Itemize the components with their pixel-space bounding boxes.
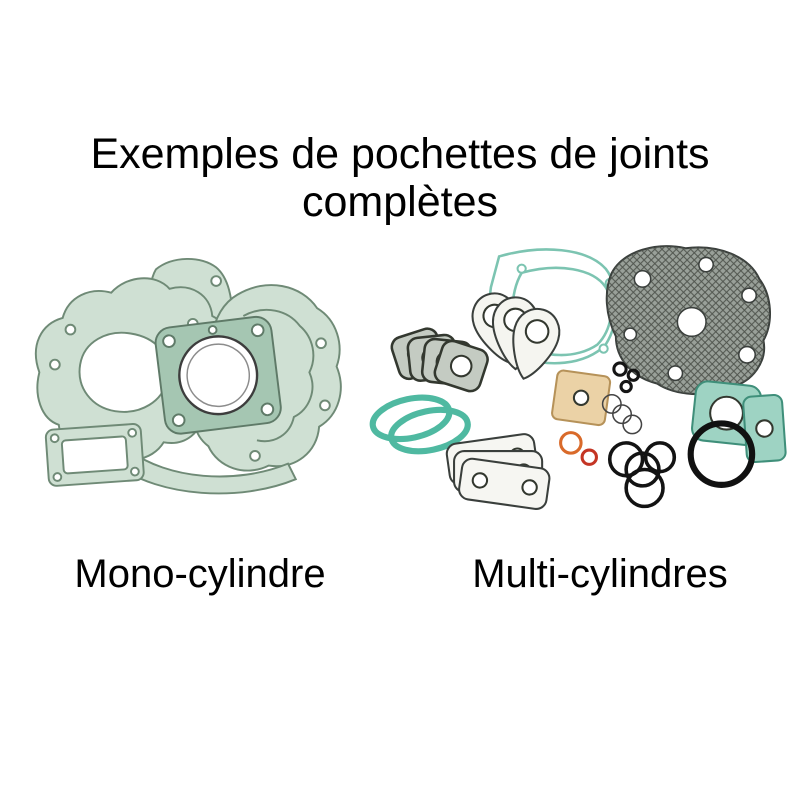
teardrop-gaskets xyxy=(471,292,561,380)
red-o-ring xyxy=(580,448,598,466)
label-mono-cylindre: Mono-cylindre xyxy=(74,552,326,596)
cam-cover-gaskets xyxy=(691,380,787,464)
cylinder-head-gasket xyxy=(154,315,282,435)
title-line-1: Exemples de pochettes de joints xyxy=(90,130,710,178)
teal-oval-gaskets xyxy=(369,394,471,455)
exhaust-flange-gaskets xyxy=(390,327,489,393)
o-ring-cluster xyxy=(607,441,677,509)
paper-gasket xyxy=(551,369,612,427)
title-line-2: complètes xyxy=(302,178,498,227)
page-title: Exemples de pochettes de joints complète… xyxy=(0,130,800,226)
crosshatched-crankcase-gasket xyxy=(605,245,771,396)
reed-valve-gasket xyxy=(44,423,145,487)
chain-cover-gasket xyxy=(115,448,298,495)
large-o-ring xyxy=(687,420,756,488)
mono-cylinder-gasket-kit-illustration xyxy=(34,257,342,495)
label-multi-cylindres: Multi-cylindres xyxy=(472,552,728,596)
orange-o-ring xyxy=(559,431,583,455)
small-o-rings xyxy=(559,361,643,466)
multi-cylinder-gasket-kit-illustration xyxy=(369,245,787,510)
rocker-cover-gaskets xyxy=(445,433,551,510)
